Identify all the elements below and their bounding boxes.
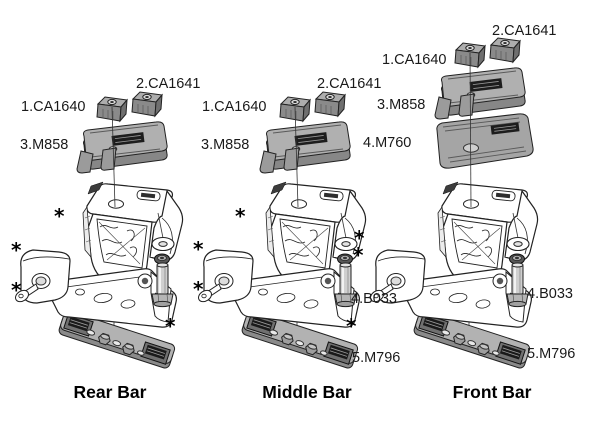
label-middle-b033: 4.B033 [351, 291, 397, 307]
label-front-m760: 4.M760 [363, 135, 412, 151]
leader-line [294, 106, 299, 208]
asterisk-mark: * [193, 237, 204, 261]
title-front-bar: Front Bar [452, 382, 532, 402]
label-rear-m858: 3.M858 [20, 137, 69, 153]
asterisk-mark: * [11, 278, 22, 302]
asterisk-mark: * [193, 277, 204, 301]
leader-line [111, 106, 116, 208]
label-rear-ca1640: 1.CA1640 [21, 99, 86, 115]
asterisk-mark: * [235, 204, 246, 228]
asterisk-mark: * [354, 226, 365, 250]
label-middle-m858: 3.M858 [201, 137, 250, 153]
label-front-b033: 4.B033 [527, 286, 573, 302]
label-front-ca1640: 1.CA1640 [382, 52, 447, 68]
title-rear-bar: Rear Bar [73, 382, 147, 402]
label-front-ca1641: 2.CA1641 [492, 23, 557, 39]
label-middle-ca1640: 1.CA1640 [202, 99, 267, 115]
asterisk-mark: * [165, 314, 176, 338]
middle-bar-assembly [195, 92, 367, 371]
rear-bar-assembly [12, 92, 184, 371]
asterisk-mark: * [54, 204, 65, 228]
front-bar-assembly [367, 38, 539, 371]
label-front-m858: 3.M858 [377, 97, 426, 113]
label-rear-ca1641: 2.CA1641 [136, 76, 201, 92]
title-middle-bar: Middle Bar [262, 382, 352, 402]
label-front-m796: 5.M796 [527, 346, 576, 362]
label-middle-m796: 5.M796 [352, 350, 401, 366]
leader-line [469, 52, 472, 208]
label-middle-ca1641: 2.CA1641 [317, 76, 382, 92]
asterisk-mark: * [11, 238, 22, 262]
asterisk-mark: * [346, 314, 357, 338]
asterisk-mark: * [353, 243, 364, 267]
